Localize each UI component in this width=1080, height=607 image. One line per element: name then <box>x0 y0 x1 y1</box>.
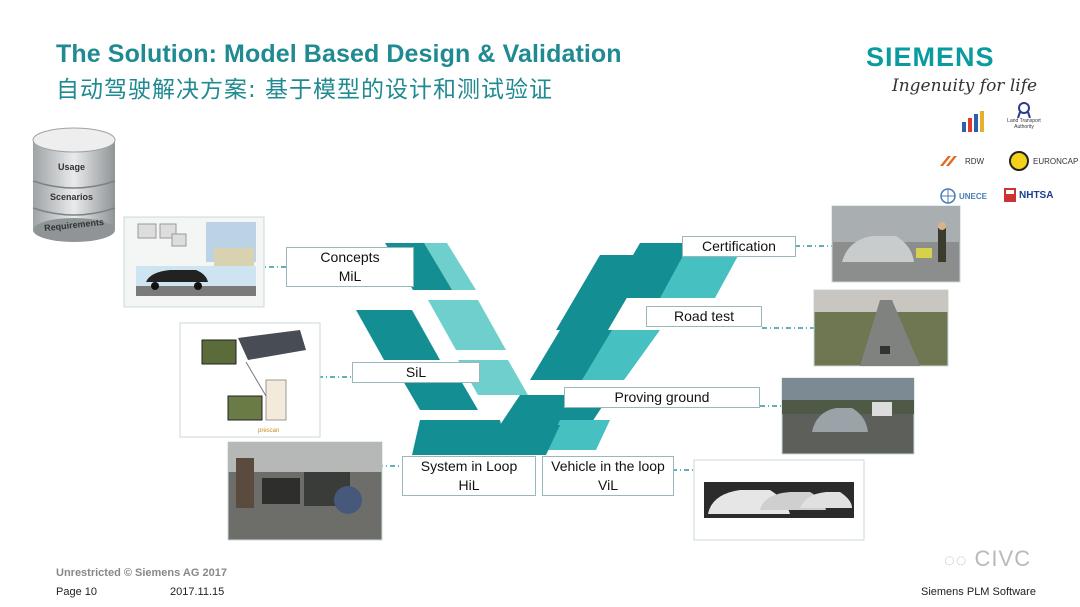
company-text: Siemens PLM Software <box>921 586 1036 598</box>
rdw-text: RDW <box>965 156 985 166</box>
growth-chart-icon <box>962 111 984 132</box>
nhtsa-text: NHTSA <box>1019 189 1054 201</box>
wechat-icon: ◌◌ <box>944 550 968 570</box>
stage-concepts-mil: Concepts MiL <box>286 247 414 287</box>
stage-hil-sub: HiL <box>458 477 480 493</box>
euroncap-text: EURONCAP <box>1033 156 1079 166</box>
certification-image <box>831 205 961 283</box>
page-subtitle-chinese: 自动驾驶解决方案: 基于模型的设计和测试验证 <box>56 77 554 103</box>
mil-simulation-image <box>123 216 265 308</box>
classification-text: Unrestricted © Siemens AG 2017 <box>56 567 227 579</box>
stage-vil: Vehicle in the loop ViL <box>542 456 674 496</box>
stage-hil: System in Loop HiL <box>402 456 536 496</box>
db-label-usage: Usage <box>58 162 86 172</box>
sil-software-image <box>179 322 321 438</box>
stage-sil: SiL <box>352 362 480 383</box>
stage-concepts-sub: MiL <box>338 268 362 284</box>
watermark: ◌◌ CIVC <box>944 546 1031 572</box>
brand-tagline: Ingenuity for life <box>892 76 1038 96</box>
prescan-label: prescan <box>258 428 279 434</box>
stage-cert-title: Certification <box>702 238 776 254</box>
proving-ground-image <box>781 377 915 455</box>
unece-text: UNECE <box>959 191 988 201</box>
nhtsa-logo: NHTSA <box>1004 188 1053 202</box>
date-text: 2017.11.15 <box>170 586 225 598</box>
euroncap-logo: EURONCAP <box>1008 150 1078 172</box>
euroncap-icon <box>1009 151 1029 171</box>
stage-road-title: Road test <box>674 308 734 324</box>
database-icon <box>32 127 116 242</box>
rdw-logo: RDW <box>940 154 984 168</box>
stage-road-test: Road test <box>646 306 762 327</box>
chart-logo <box>960 108 988 134</box>
globe-icon <box>940 188 956 204</box>
ribbon-icon <box>1017 102 1031 118</box>
v-right-arm <box>486 243 745 455</box>
stage-certification: Certification <box>682 236 796 257</box>
stage-vil-sub: ViL <box>598 477 618 493</box>
stage-vil-title: Vehicle in the loop <box>551 458 665 474</box>
stage-proving-ground: Proving ground <box>564 387 760 408</box>
nhtsa-icon <box>1004 188 1016 202</box>
stage-sil-title: SiL <box>405 364 427 380</box>
stage-proving-title: Proving ground <box>614 389 710 405</box>
siemens-logo: SIEMENS <box>866 42 995 72</box>
watermark-text: CIVC <box>974 546 1032 571</box>
unece-logo: UNECE <box>940 188 987 204</box>
road-test-image <box>813 289 949 367</box>
rdw-stripes-icon <box>940 156 957 166</box>
db-label-scenarios: Scenarios <box>50 192 94 202</box>
lta-text: Land Transport Authority <box>1007 118 1041 130</box>
stage-concepts-title: Concepts <box>320 249 380 265</box>
page-title: The Solution: Model Based Design & Valid… <box>56 40 622 68</box>
vil-vehicles-image <box>693 459 865 541</box>
stage-hil-title: System in Loop <box>420 458 518 474</box>
hil-simulator-image <box>227 441 383 541</box>
lta-logo: Land Transport Authority <box>1004 102 1044 130</box>
page-number: Page 10 <box>56 586 97 598</box>
